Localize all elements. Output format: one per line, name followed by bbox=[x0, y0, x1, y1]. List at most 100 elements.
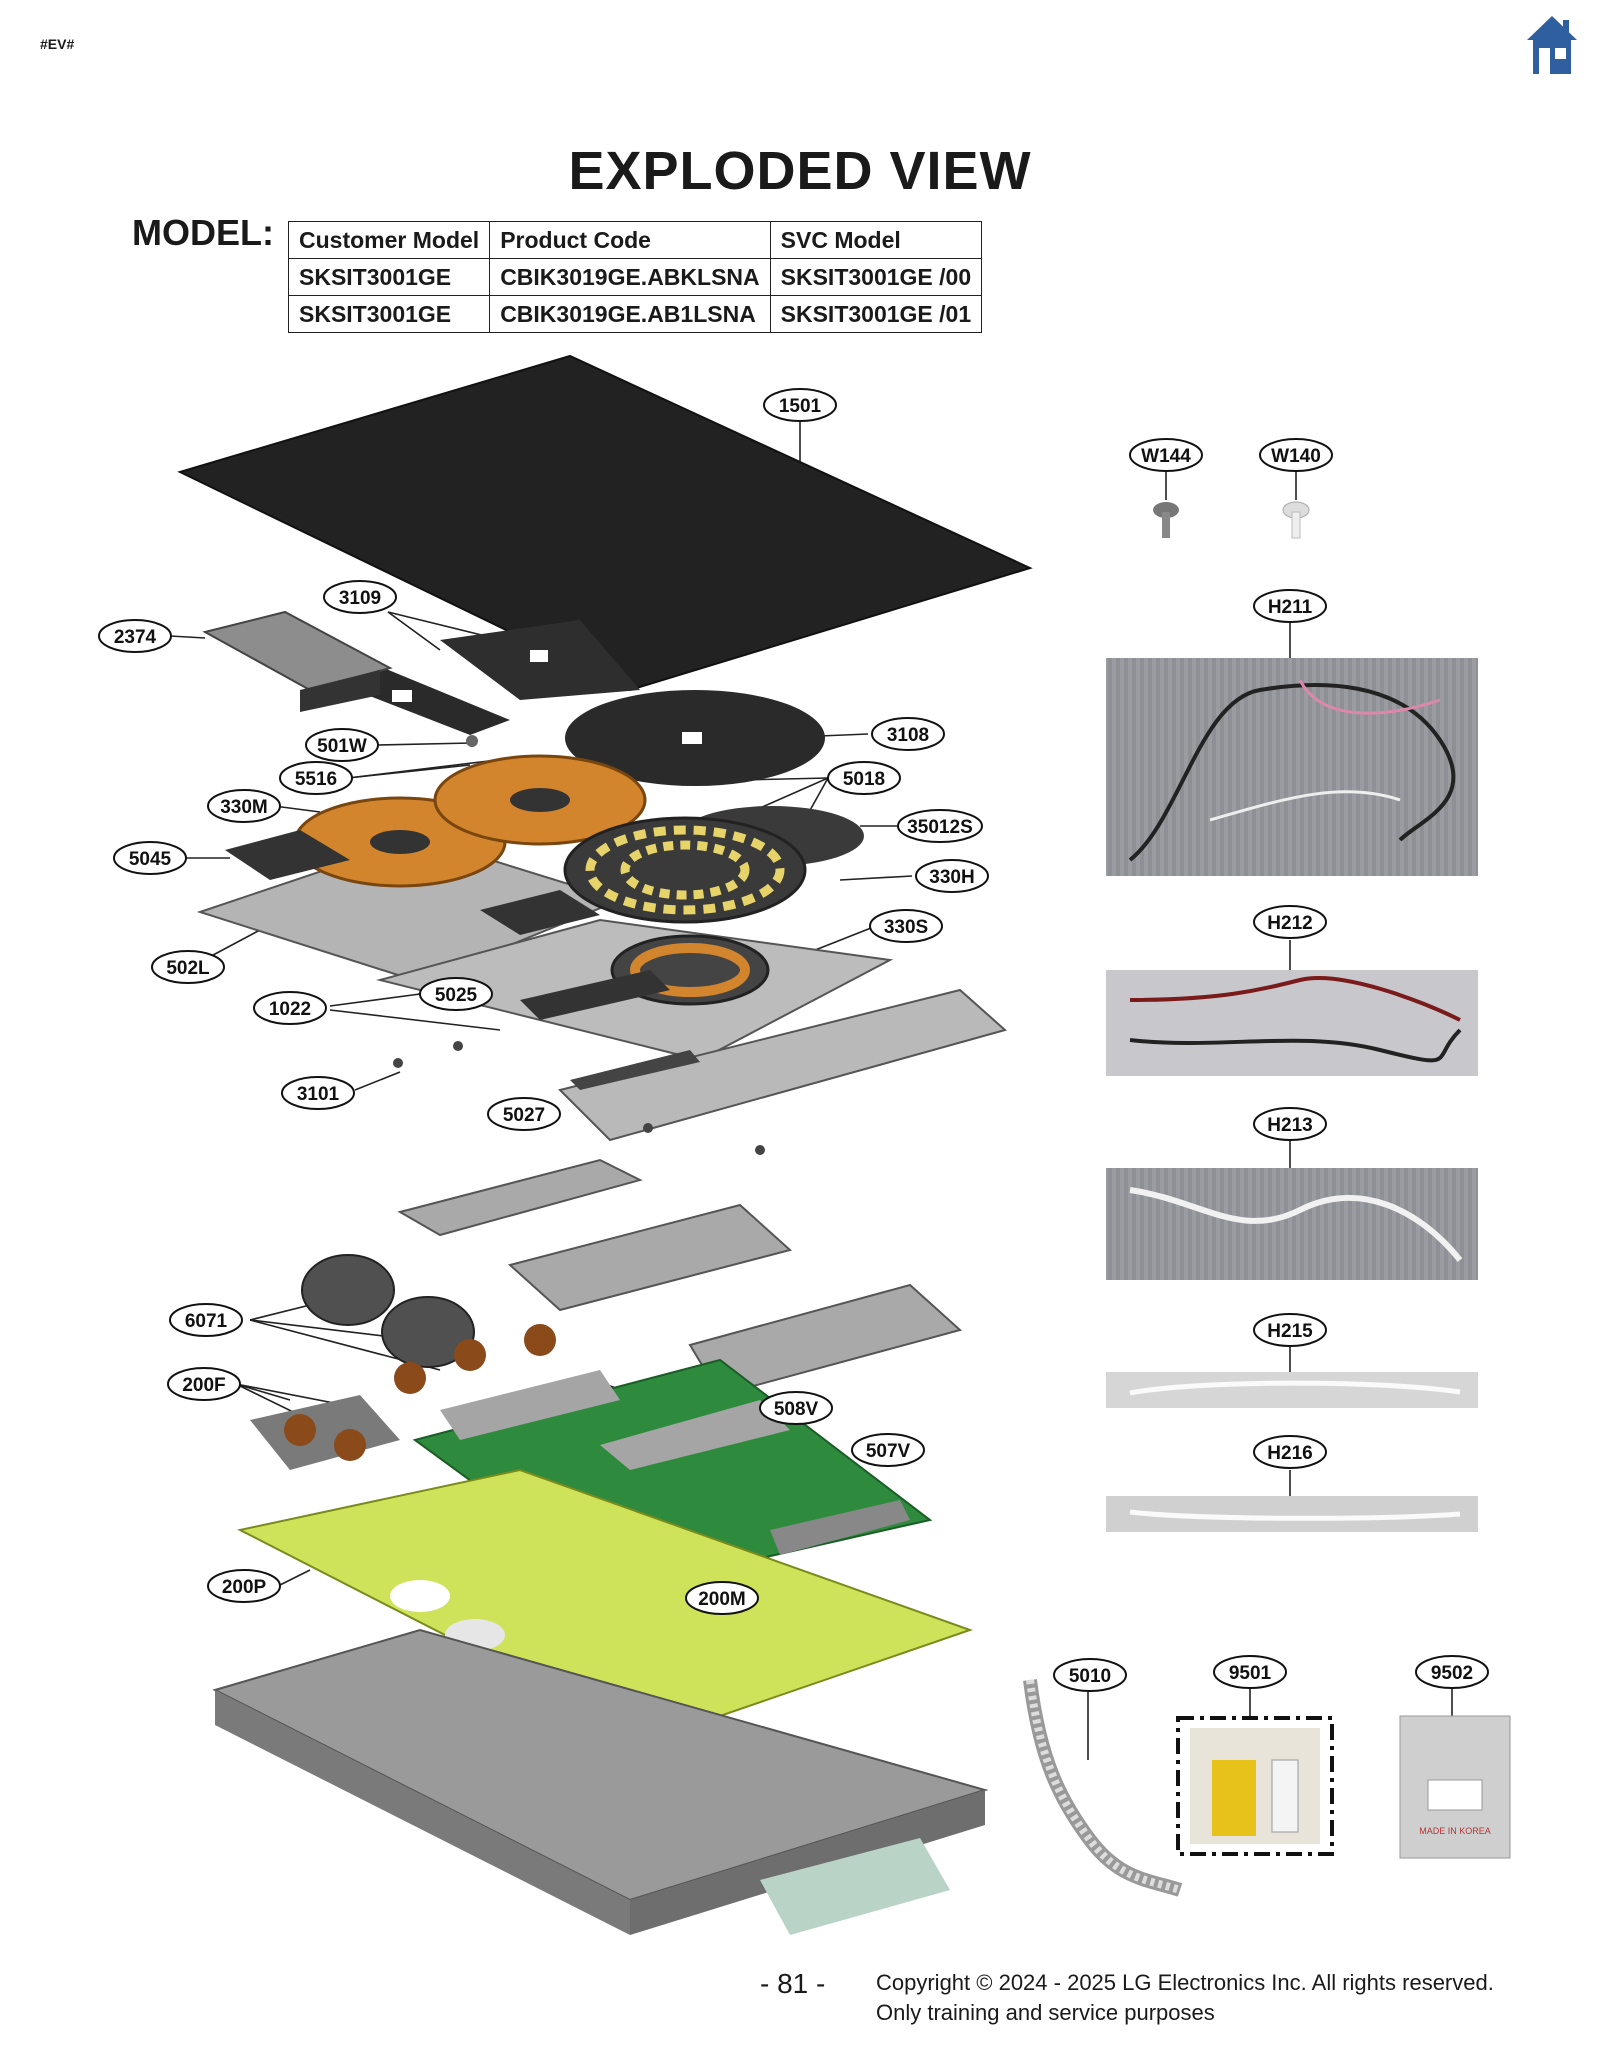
callout-330M: 330M bbox=[207, 789, 281, 823]
home-icon[interactable] bbox=[1525, 14, 1579, 76]
callout-bubble bbox=[279, 761, 353, 795]
callout-35012S: 35012S bbox=[897, 809, 983, 843]
callout-text: 9502 bbox=[1431, 1663, 1473, 1684]
callout-text: 502L bbox=[166, 958, 210, 979]
callout-bubble bbox=[253, 991, 327, 1025]
svc-model-cell: SKSIT3001GE /00 bbox=[769, 258, 983, 296]
callout-H213: H213 bbox=[1253, 1107, 1327, 1141]
callout-bubble bbox=[1213, 1655, 1287, 1689]
callout-H216: H216 bbox=[1253, 1435, 1327, 1469]
callout-507V: 507V bbox=[851, 1433, 925, 1467]
callout-200M: 200M bbox=[685, 1581, 759, 1615]
callout-bubble bbox=[169, 1303, 243, 1337]
callout-text: 200M bbox=[698, 1589, 746, 1610]
callout-text: 5018 bbox=[843, 769, 885, 790]
callout-bubble bbox=[305, 728, 379, 762]
callout-bubble bbox=[851, 1433, 925, 1467]
bag-label-text: MADE IN KOREA bbox=[1419, 1826, 1491, 1836]
callout-text: 5010 bbox=[1069, 1666, 1111, 1687]
training-note: Only training and service purposes bbox=[876, 2000, 1215, 2025]
filter-boards-part bbox=[250, 1324, 556, 1470]
callout-9502: 9502 bbox=[1415, 1655, 1489, 1689]
callout-text: 508V bbox=[774, 1399, 819, 1420]
callout-W140: W140 bbox=[1259, 438, 1333, 472]
page-number: - 81 - bbox=[760, 1968, 826, 1999]
callout-3101: 3101 bbox=[281, 1076, 355, 1110]
callout-text: 330S bbox=[884, 917, 928, 938]
callout-bubble bbox=[763, 388, 837, 422]
callout-H211: H211 bbox=[1253, 589, 1327, 623]
wire-harness-h212-part bbox=[1106, 970, 1478, 1076]
callout-text: 9501 bbox=[1229, 1663, 1272, 1684]
callout-bubble bbox=[167, 1367, 241, 1401]
callout-bubble bbox=[98, 619, 172, 653]
callout-1501: 1501 bbox=[763, 388, 837, 422]
callout-bubble bbox=[113, 841, 187, 875]
callout-bubble bbox=[759, 1391, 833, 1425]
callout-H212: H212 bbox=[1253, 905, 1327, 939]
screw-w140-part bbox=[1282, 501, 1310, 539]
callout-bubble bbox=[871, 717, 945, 751]
power-cord-5010-part bbox=[1023, 1679, 1183, 1897]
customer-model-cell: SKSIT3001GE bbox=[287, 258, 491, 296]
callout-501W: 501W bbox=[305, 728, 379, 762]
callout-5025: 5025 bbox=[419, 977, 493, 1011]
callout-5045: 5045 bbox=[113, 841, 187, 875]
callout-text: H211 bbox=[1268, 597, 1313, 618]
callout-bubble bbox=[1053, 1658, 1127, 1692]
callout-bubble bbox=[487, 1097, 561, 1131]
callout-330H: 330H bbox=[915, 859, 989, 893]
copyright-text: Copyright © 2024 - 2025 LG Electronics I… bbox=[876, 1970, 1494, 1995]
callout-bubble bbox=[869, 909, 943, 943]
column-header: Product Code bbox=[489, 221, 771, 259]
callout-text: 6071 bbox=[185, 1311, 228, 1332]
callout-bubble bbox=[897, 809, 983, 843]
callout-text: H212 bbox=[1267, 913, 1312, 934]
callout-text: 200F bbox=[182, 1375, 225, 1396]
svc-model-cell: SKSIT3001GE /01 bbox=[769, 295, 983, 333]
callout-text: 330M bbox=[220, 797, 268, 818]
pcb-tray-part bbox=[237, 1468, 974, 1742]
callout-1022: 1022 bbox=[253, 991, 327, 1025]
callout-200F: 200F bbox=[167, 1367, 241, 1401]
callout-text: 2374 bbox=[114, 627, 157, 648]
callout-W144: W144 bbox=[1129, 438, 1203, 472]
callout-bubble bbox=[1253, 1313, 1327, 1347]
table-row: SKSIT3001GE CBIK3019GE.AB1LSNA SKSIT3001… bbox=[287, 295, 983, 333]
callout-5027: 5027 bbox=[487, 1097, 561, 1131]
callout-bubble bbox=[207, 1569, 281, 1603]
product-code-cell: CBIK3019GE.AB1LSNA bbox=[489, 295, 771, 333]
customer-model-cell: SKSIT3001GE bbox=[287, 295, 491, 333]
screw-bag-9502-part bbox=[1399, 1715, 1511, 1859]
column-header: SVC Model bbox=[769, 221, 983, 259]
callout-2374: 2374 bbox=[98, 619, 172, 653]
callout-5018: 5018 bbox=[827, 761, 901, 795]
callout-text: 200P bbox=[222, 1577, 267, 1598]
callout-text: W144 bbox=[1141, 446, 1191, 467]
callout-502L: 502L bbox=[151, 950, 225, 984]
callout-6071: 6071 bbox=[169, 1303, 243, 1337]
callout-5516: 5516 bbox=[279, 761, 353, 795]
callout-bubble bbox=[207, 789, 281, 823]
callout-9501: 9501 bbox=[1213, 1655, 1287, 1689]
ferrite-bars-part bbox=[225, 830, 700, 1090]
callout-bubble bbox=[1129, 438, 1203, 472]
callout-bubble bbox=[685, 1581, 759, 1615]
screw-w144-part bbox=[1153, 502, 1179, 538]
callout-text: W140 bbox=[1271, 446, 1321, 467]
callout-text: H216 bbox=[1267, 1443, 1312, 1464]
callout-bubble bbox=[1253, 589, 1327, 623]
callout-bubble bbox=[281, 1076, 355, 1110]
callout-text: 1022 bbox=[269, 999, 311, 1020]
callout-text: H215 bbox=[1267, 1321, 1313, 1342]
page-title: EXPLODED VIEW bbox=[568, 141, 1032, 201]
callout-330S: 330S bbox=[869, 909, 943, 943]
document-tag: #EV# bbox=[40, 36, 75, 52]
wire-harness-h213-part bbox=[1106, 1168, 1478, 1280]
model-table: Customer Model Product Code SVC Model SK… bbox=[287, 221, 983, 333]
callout-text: 3109 bbox=[339, 588, 381, 609]
wire-h216-part bbox=[1106, 1496, 1478, 1532]
callout-text: 5025 bbox=[435, 985, 478, 1006]
model-label: MODEL: bbox=[132, 212, 274, 253]
